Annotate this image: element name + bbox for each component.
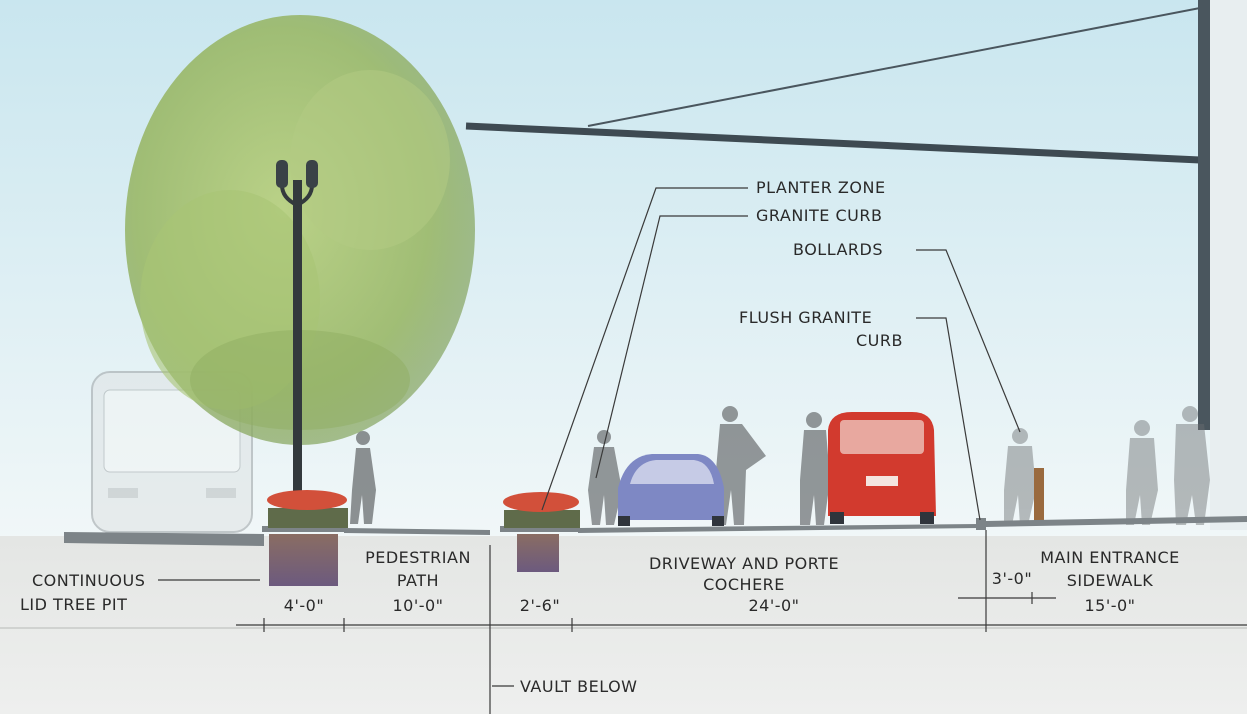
dimension-driveway: 24'-0" bbox=[748, 596, 799, 615]
zone-driveway-line2: COCHERE bbox=[703, 575, 785, 594]
zone-pedestrian-line2: PATH bbox=[397, 571, 439, 590]
dimension-curb-zone: 3'-0" bbox=[992, 569, 1032, 588]
red-car bbox=[828, 412, 936, 524]
bollard bbox=[1034, 468, 1044, 524]
curb-profile bbox=[64, 516, 1247, 546]
zone-entrance-line1: MAIN ENTRANCE bbox=[1040, 548, 1180, 567]
zone-entrance-line2: SIDEWALK bbox=[1067, 571, 1154, 590]
pedestrian-figures bbox=[350, 406, 1210, 525]
dimension-planter: 2'-6" bbox=[520, 596, 560, 615]
callout-bollards: BOLLARDS bbox=[793, 240, 883, 259]
planter bbox=[503, 492, 580, 572]
dimension-tree-pit: 4'-0" bbox=[284, 596, 324, 615]
street-lamp bbox=[276, 160, 318, 500]
dimension-pedestrian-path: 10'-0" bbox=[392, 596, 443, 615]
tree-pit bbox=[267, 490, 348, 586]
dimension-sidewalk: 15'-0" bbox=[1084, 596, 1135, 615]
callout-granite-curb: GRANITE CURB bbox=[756, 206, 882, 225]
zone-pedestrian-line1: PEDESTRIAN bbox=[365, 548, 471, 567]
blue-car bbox=[618, 454, 724, 526]
callout-tree-pit-line2: LID TREE PIT bbox=[20, 595, 127, 614]
callout-flush-curb-line1: FLUSH GRANITE bbox=[739, 308, 872, 327]
callout-leaders bbox=[158, 187, 1021, 687]
callout-flush-curb-line2: CURB bbox=[856, 331, 903, 350]
callout-planter-zone: PLANTER ZONE bbox=[756, 178, 886, 197]
zone-driveway-line1: DRIVEWAY AND PORTE bbox=[649, 554, 839, 573]
dimension-lines bbox=[236, 530, 1247, 714]
callout-vault-below: VAULT BELOW bbox=[520, 677, 638, 696]
building-canopy bbox=[465, 0, 1247, 530]
callout-tree-pit-line1: CONTINUOUS bbox=[32, 571, 145, 590]
